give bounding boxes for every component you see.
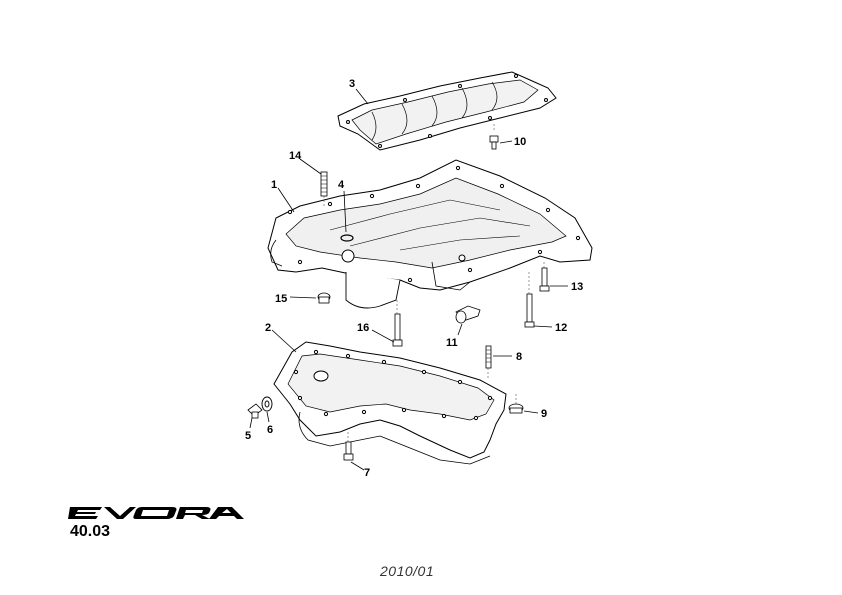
part-14-stud: [320, 171, 328, 197]
callout-16: 16: [357, 322, 369, 334]
callout-7: 7: [364, 467, 370, 479]
callouts: 3 10 14 1 4 15 13 12 11 16 8 2 9 5 6 7: [245, 78, 583, 479]
callout-13: 13: [571, 281, 583, 293]
part-9-plug: [508, 403, 524, 414]
part-13-bolt: [539, 267, 550, 292]
part-8-stud: [485, 345, 492, 369]
callout-12: 12: [555, 322, 567, 334]
callout-4: 4: [338, 179, 345, 191]
part-16-bolt: [392, 313, 403, 347]
callout-10: 10: [514, 136, 526, 148]
part-11-breather: [455, 305, 481, 324]
part-10-bolt: [489, 135, 499, 150]
part-1-upper-sump: [267, 159, 593, 309]
issue-date: 2010/01: [380, 563, 435, 579]
callout-6: 6: [267, 424, 273, 436]
part-2-lower-sump: [273, 341, 507, 465]
part-15-plug: [317, 292, 331, 304]
part-3-baffle-plate: [337, 71, 557, 151]
section-number: 40.03: [70, 523, 111, 540]
part-4-o-ring: [340, 234, 354, 242]
callout-1: 1: [271, 179, 277, 191]
callout-11: 11: [446, 337, 458, 349]
callout-5: 5: [245, 430, 251, 442]
callout-15: 15: [275, 293, 287, 305]
callout-14: 14: [289, 150, 302, 162]
part-6-washer: [261, 396, 273, 412]
callout-3: 3: [349, 78, 355, 90]
callout-2: 2: [265, 322, 271, 334]
part-12-bolt: [524, 293, 535, 328]
callout-9: 9: [541, 408, 547, 420]
callout-8: 8: [516, 351, 522, 363]
alignment-lines: [323, 122, 545, 442]
part-7-bolt: [343, 441, 354, 461]
evora-logo: [68, 507, 244, 519]
part-5-drain-plug: [247, 403, 263, 419]
leader-lines: [249, 88, 568, 471]
